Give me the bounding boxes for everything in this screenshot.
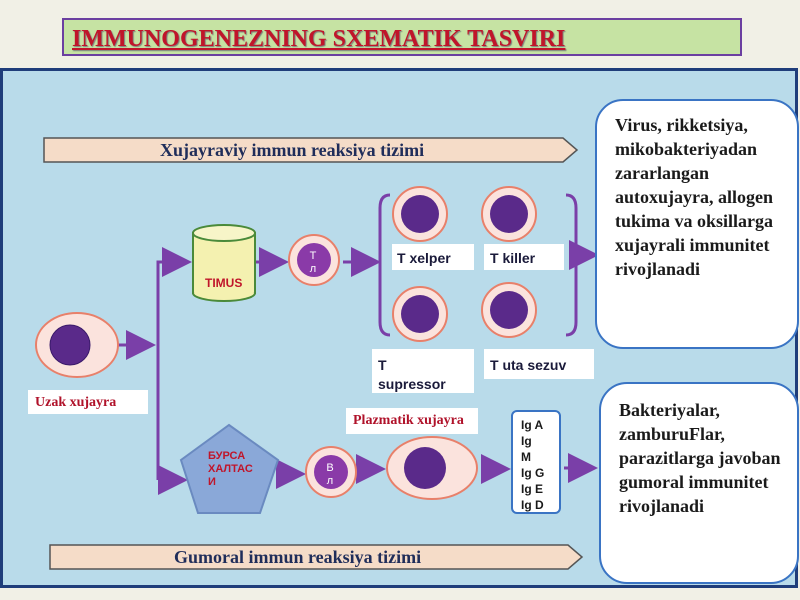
- immunoglobulin-list: Ig A Ig M Ig G Ig E Ig D: [511, 410, 561, 514]
- b-lymph-label-line-1: В: [326, 462, 334, 474]
- ig-g: Ig G: [521, 466, 545, 480]
- t-helper-label-box: [392, 244, 474, 270]
- t-helper-label: T xelper: [397, 250, 451, 266]
- t-group-left-bracket: [378, 193, 391, 337]
- bursa-label-line-2: ХАЛТАС: [208, 463, 253, 475]
- ig-a: Ig A: [521, 418, 544, 432]
- t-memory-label-box: [484, 349, 594, 379]
- title-banner: IMMUNOGENEZNING SXEMATIK TASVIRI: [62, 18, 742, 56]
- bursa-label-line-1: БУРСА: [208, 450, 246, 462]
- humoral-result-bubble: Bakteriyalar, zamburuFlar, parazitlarga …: [599, 382, 799, 584]
- t-lymphocyte-nucleus: [297, 243, 331, 277]
- bursa-pentagon: [179, 423, 280, 514]
- t-killer-label: T killer: [490, 250, 536, 266]
- t-group-right-bracket: [565, 193, 578, 337]
- page-title: IMMUNOGENEZNING SXEMATIK TASVIRI: [72, 26, 566, 52]
- stem-cell-nucleus: [49, 324, 91, 366]
- t-memory-label: T uta sezuv: [490, 357, 567, 373]
- connector-lines: [118, 240, 599, 495]
- plasma-cell-nucleus: [404, 447, 446, 489]
- ig-d: Ig D: [521, 498, 544, 512]
- plasma-cell-label: Plazmatik xujayra: [353, 413, 464, 428]
- bursa-label-line-3: И: [208, 476, 216, 488]
- stem-cell-label-box: [28, 390, 148, 414]
- ig-e: Ig E: [521, 482, 544, 496]
- ig-m: Ig M: [521, 433, 559, 465]
- plasma-label-box: [346, 408, 478, 434]
- ig-m-text: Ig M: [521, 434, 532, 464]
- stem-cell-label: Uzak xujayra: [35, 395, 117, 410]
- t-helper-nucleus: [401, 195, 439, 233]
- t-lymph-label-line-2: л: [309, 263, 317, 275]
- cellular-system-bar: [43, 137, 579, 163]
- t-killer-nucleus: [490, 195, 528, 233]
- b-lymph-label-line-2: л: [326, 475, 334, 487]
- t-suppressor-nucleus: [401, 295, 439, 333]
- b-lymphocyte-nucleus: [314, 455, 348, 489]
- thymus-cylinder: [192, 224, 256, 302]
- cellular-bar-label: Xujayraviy immun reaksiya tizimi: [160, 140, 425, 160]
- humoral-system-bar: [49, 544, 584, 570]
- t-memory-nucleus: [490, 291, 528, 329]
- thymus-label: TIMUS: [205, 276, 243, 290]
- t-lymph-label-line-1: Т: [309, 250, 317, 262]
- t-lymph-label: Т л: [306, 250, 320, 276]
- t-killer-label-box: [484, 244, 564, 270]
- t-suppressor-label-box: [372, 349, 474, 393]
- bursa-label: БУРСА ХАЛТАС И: [208, 450, 253, 489]
- b-lymph-label: В л: [323, 462, 337, 488]
- humoral-bar-label: Gumoral immun reaksiya tizimi: [174, 547, 422, 567]
- cellular-result-bubble: Virus, rikketsiya, mikobakteriyadan zara…: [595, 99, 799, 349]
- t-suppressor-label: T supressor: [378, 357, 446, 392]
